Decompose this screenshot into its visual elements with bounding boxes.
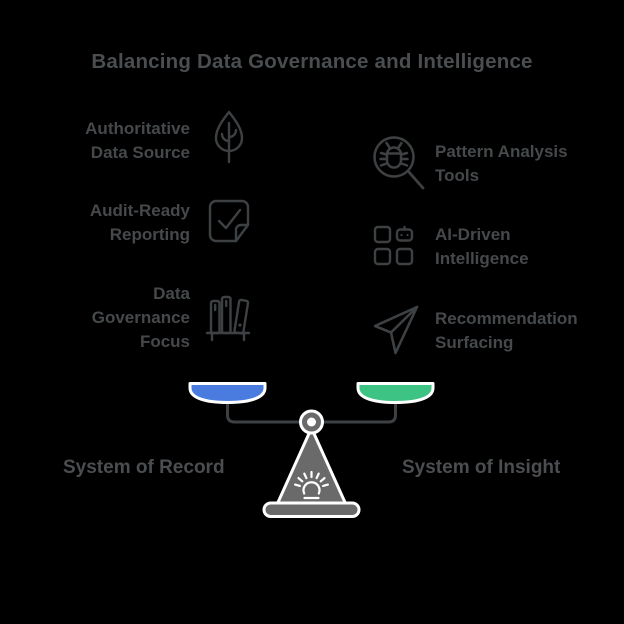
item-ai-driven-intelligence: AI-Driven Intelligence: [435, 223, 529, 271]
paper-plane-icon: [371, 302, 423, 358]
item-label-line: Governance: [91, 308, 190, 327]
item-label-line: Surfacing: [435, 333, 514, 352]
item-label-line: Audit-Ready: [89, 201, 190, 220]
item-pattern-analysis-tools: Pattern Analysis Tools: [435, 140, 568, 188]
scale-stand-base: [262, 501, 361, 518]
item-data-governance-focus: Data Governance Focus: [92, 282, 190, 354]
scale-left-pan: [188, 382, 267, 404]
checked-note-icon: [206, 197, 252, 245]
item-recommendation-surfacing: Recommendation Surfacing: [435, 307, 578, 355]
books-shelf-icon: [202, 288, 254, 344]
ai-grid-icon: [372, 224, 418, 270]
item-audit-ready-reporting: Audit-Ready Reporting: [90, 199, 190, 247]
system-of-record-label: System of Record: [63, 457, 225, 478]
item-label-line: Data: [153, 284, 190, 303]
leaf-icon: [212, 109, 246, 165]
scale-right-pan: [356, 382, 435, 404]
balance-scale: [150, 372, 480, 524]
page-title: Balancing Data Governance and Intelligen…: [91, 50, 533, 73]
item-label-line: AI-Driven: [435, 225, 511, 244]
bug-magnifier-icon: [371, 134, 427, 194]
item-label-line: Tools: [435, 166, 480, 185]
item-label-line: Recommendation: [435, 309, 578, 328]
item-label-line: Pattern Analysis: [435, 142, 568, 161]
item-label-line: Reporting: [109, 225, 190, 244]
item-label-line: Focus: [139, 332, 190, 351]
system-of-insight-label: System of Insight: [402, 457, 561, 478]
item-authoritative-data-source: Authoritative Data Source: [85, 117, 190, 165]
item-label-line: Intelligence: [435, 249, 529, 268]
scale-stand-triangle: [273, 426, 350, 511]
item-label-line: Authoritative: [85, 119, 190, 138]
item-label-line: Data Source: [90, 143, 190, 162]
idea-lamp-icon: [294, 470, 329, 500]
scale-pivot-hole: [307, 417, 316, 427]
